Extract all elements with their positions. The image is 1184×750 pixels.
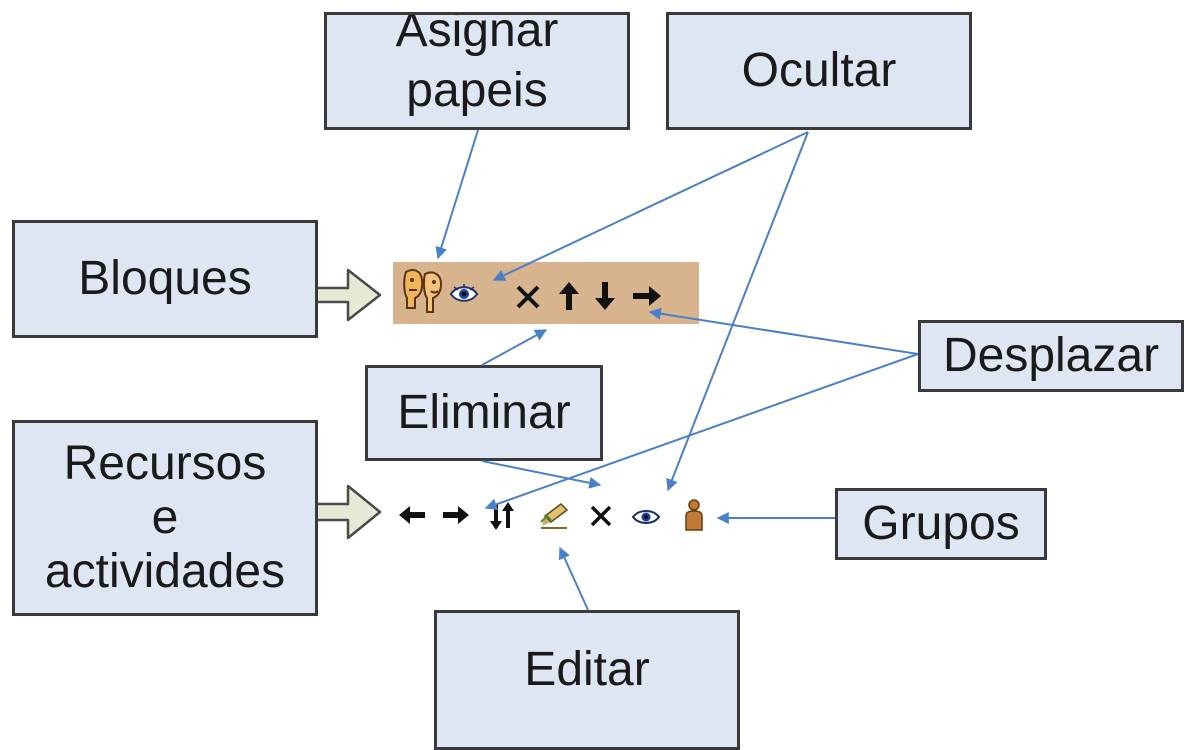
eye-icon[interactable]: [449, 282, 479, 306]
edit-pencil-icon[interactable]: [539, 502, 569, 530]
label-ocultar-text: Ocultar: [741, 44, 897, 97]
arrow-down-icon[interactable]: [593, 280, 617, 312]
move-updown-icon[interactable]: [489, 500, 515, 532]
block-editing-toolbar: [393, 262, 699, 324]
delete-x-icon[interactable]: [589, 504, 613, 528]
label-editar-text: Editar: [524, 643, 650, 696]
assign-roles-icon[interactable]: [403, 268, 443, 316]
label-bloques: Bloques: [12, 220, 318, 338]
delete-x-icon[interactable]: [515, 284, 541, 310]
label-grupos-text: Grupos: [862, 497, 1020, 550]
label-ocultar: Ocultar: [666, 12, 972, 130]
label-desplazar-text: Desplazar: [942, 329, 1160, 382]
label-eliminar-text: Eliminar: [397, 386, 571, 439]
label-grupos: Grupos: [835, 488, 1047, 560]
eye-icon[interactable]: [631, 506, 661, 528]
label-asignar-papeis-text: Asignar papeis: [395, 12, 559, 117]
resource-editing-toolbar: [393, 492, 713, 540]
label-recursos-actividades-text: Recursos e actividades: [44, 437, 286, 598]
label-desplazar: Desplazar: [918, 320, 1184, 392]
label-eliminar: Eliminar: [365, 365, 603, 461]
arrow-up-icon[interactable]: [557, 280, 581, 312]
arrow-right-icon[interactable]: [631, 284, 663, 308]
arrow-left-icon[interactable]: [397, 504, 427, 526]
label-editar: Editar: [434, 610, 740, 750]
label-bloques-text: Bloques: [78, 252, 252, 305]
label-recursos-actividades: Recursos e actividades: [12, 420, 318, 616]
group-person-icon[interactable]: [683, 498, 705, 532]
label-asignar-papeis: Asignar papeis: [324, 12, 630, 130]
arrow-right-icon[interactable]: [441, 504, 471, 526]
